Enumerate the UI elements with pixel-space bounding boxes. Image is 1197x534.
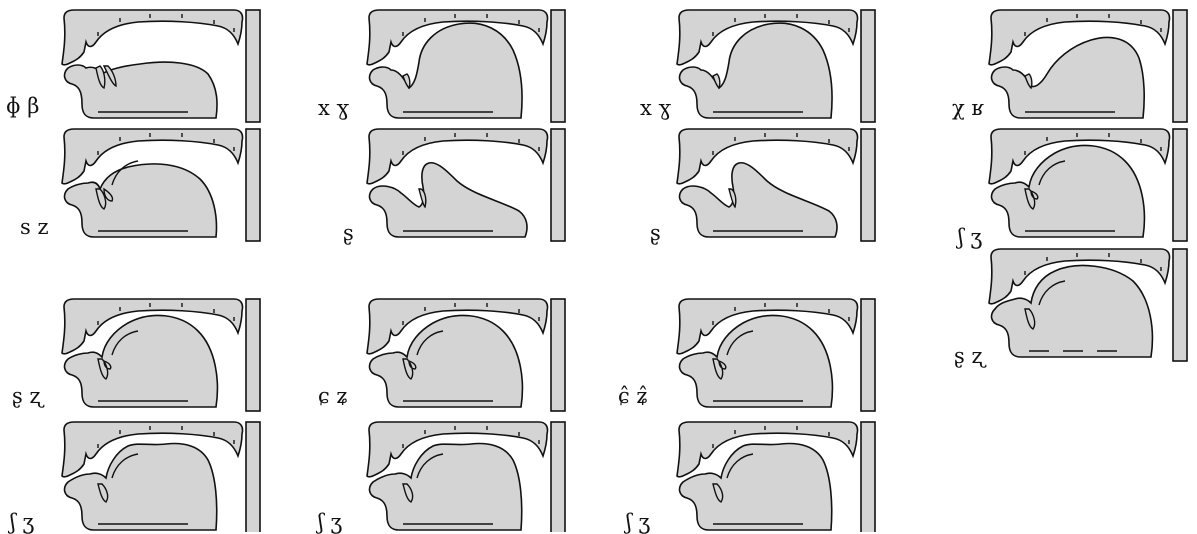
vocal-tract-d11 xyxy=(367,299,565,411)
pharynx-wall xyxy=(861,299,875,411)
pharynx-wall xyxy=(246,422,260,532)
phoneme-label: ʂ xyxy=(343,223,354,244)
phoneme-label: χ ʁ xyxy=(952,98,984,119)
pharynx-wall xyxy=(1173,249,1187,361)
pharynx-wall xyxy=(551,422,565,532)
vocal-tract-d02 xyxy=(367,10,565,122)
phoneme-label: ʂ ʐ xyxy=(12,386,42,407)
vocal-tract-d05 xyxy=(62,129,260,241)
vocal-tract-d04 xyxy=(989,10,1187,122)
tongue-body xyxy=(65,164,217,237)
vocal-tract-d13 xyxy=(62,422,260,532)
tongue-body xyxy=(370,163,527,237)
tongue-body xyxy=(65,62,218,118)
phoneme-label: ʂ xyxy=(650,223,661,244)
palate-shape xyxy=(677,129,858,184)
palate-shape xyxy=(62,10,243,65)
phoneme-label: ʃ ʒ xyxy=(958,227,982,248)
phoneme-label: ʃ ʒ xyxy=(318,512,342,533)
vocal-tract-d10 xyxy=(62,299,260,411)
pharynx-wall xyxy=(551,129,565,241)
phoneme-label: x ɣ xyxy=(318,98,349,119)
vocal-tract-d01 xyxy=(62,10,260,122)
phoneme-label: x ɣ xyxy=(640,98,671,119)
vocal-tract-d08 xyxy=(989,129,1187,241)
pharynx-wall xyxy=(1173,10,1187,122)
palate-shape xyxy=(367,129,548,184)
phoneme-label: s z xyxy=(20,217,49,238)
vocal-tract-d15 xyxy=(677,422,875,532)
phoneme-label: ɕ ʑ xyxy=(318,386,348,407)
vocal-tract-d09 xyxy=(989,249,1187,361)
vocal-tract-d06 xyxy=(367,129,565,241)
pharynx-wall xyxy=(1173,129,1187,241)
phoneme-label: ɕ̂ ʑ̂ xyxy=(618,386,648,407)
tongue-body xyxy=(680,163,837,237)
pharynx-wall xyxy=(551,10,565,122)
pharynx-wall xyxy=(246,299,260,411)
phoneme-label: ʂ ʐ xyxy=(954,346,984,367)
vocal-tract-d07 xyxy=(677,129,875,241)
vocal-tract-d14 xyxy=(367,422,565,532)
phoneme-label: ʃ ʒ xyxy=(626,512,650,533)
pharynx-wall xyxy=(246,129,260,241)
vocal-tract-d12 xyxy=(677,299,875,411)
pharynx-wall xyxy=(551,299,565,411)
pharynx-wall xyxy=(861,129,875,241)
pharynx-wall xyxy=(246,10,260,122)
pharynx-wall xyxy=(861,10,875,122)
phoneme-label: ɸ β xyxy=(6,96,39,117)
pharynx-wall xyxy=(861,422,875,532)
tongue-body xyxy=(992,37,1145,118)
vocal-tract-d03 xyxy=(677,10,875,122)
phoneme-label: ʃ ʒ xyxy=(10,512,34,533)
